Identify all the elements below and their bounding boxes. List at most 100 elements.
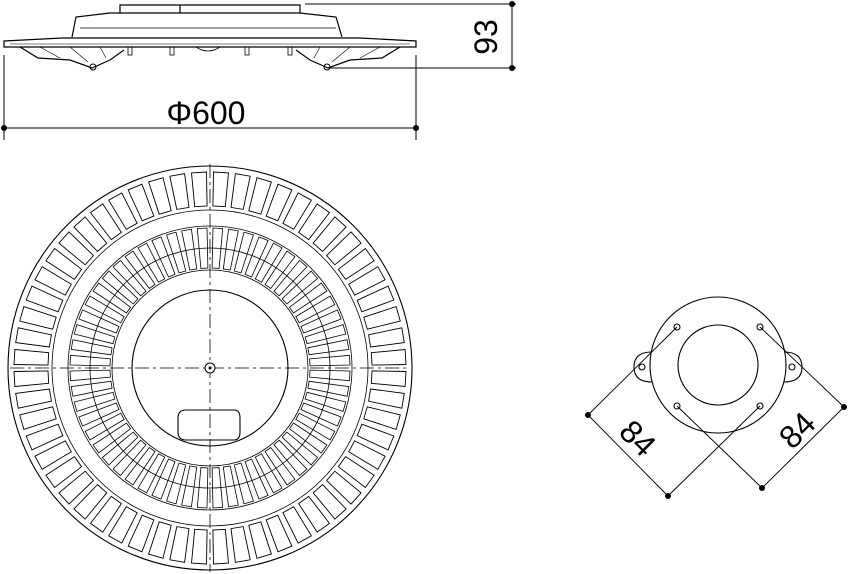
dimension-arrow-dot [413,125,419,131]
side-elevation-view [3,4,417,69]
inner-vent-slot [137,453,166,494]
inner-vent-slot [73,391,116,412]
mount-hole-icon [673,323,681,331]
dimension-arrow-dot [509,1,515,7]
hole-spacing-left-label: 84 [612,413,663,464]
inner-vent-slot [73,324,116,345]
outer-vent-slot [212,528,229,565]
outer-vent-slot [265,183,293,222]
hole-spacing-dimension-left [587,326,761,497]
inner-vent-slot [78,402,120,427]
inner-vent-slot [264,250,296,290]
inner-vent-slot [300,402,342,427]
outer-vent-slot [19,306,57,330]
outer-vent-slot [248,521,272,559]
outer-vent-slot [13,349,50,366]
inner-vent-slot [137,242,166,283]
outer-vent-slot [368,388,405,409]
inner-vent-slot [70,380,113,397]
height-dimension [305,3,516,69]
mount-hole-icon [673,402,681,410]
inner-vent-slot [166,462,187,505]
outer-vent-slot [19,406,57,430]
outer-vent-slot [370,349,407,366]
dimension-arrow-dot [585,412,591,418]
inner-vent-slot [288,422,328,454]
outer-vent-slot [297,203,331,241]
outer-vent-slot [58,231,95,266]
inner-vent-slot [101,431,139,466]
outer-vent-slot [15,388,52,409]
outer-vent-slot [108,192,138,230]
inner-vent-slot [181,465,198,508]
outer-vent-slot [15,327,52,348]
outer-vent-slot [282,192,312,230]
outer-vent-slot [13,370,50,387]
inner-vent-slot [211,227,224,269]
outer-vent-slot [58,470,95,505]
outer-vent-slot [363,406,401,430]
handle-slot [177,409,241,441]
diameter-dimension-label: Φ600 [167,95,246,131]
outer-vent-slot [337,455,375,489]
inner-vent-slot [254,453,283,494]
outer-vent-slot [169,173,190,210]
base-detail-view [633,296,803,434]
outer-vent-slot [312,483,347,520]
outer-vent-slot [169,526,190,563]
inner-vent-slot [70,339,113,356]
outer-vent-slot [73,483,108,520]
inner-vent-slot [92,282,132,314]
dimension-arrow-dot [841,404,847,410]
outer-vent-slot [356,285,395,313]
center-point-dot [208,366,212,370]
inner-vent-slot [295,412,336,441]
inner-vent-slot [92,422,132,454]
outer-vent-slot [325,231,362,266]
outer-vent-slot [325,470,362,505]
inner-vent-slot [307,380,350,397]
outer-vent-slot [370,370,407,387]
dimension-arrow-dot [665,493,671,499]
height-dimension-label: 93 [468,19,504,55]
inner-vent-slot [69,369,111,382]
mount-hole-icon [756,323,764,331]
inner-vent-slot [273,439,308,477]
outer-vent-slot [127,514,155,553]
mount-screw-icon [323,63,331,71]
outer-vent-slot [265,514,293,553]
inner-vent-slot [112,259,147,297]
mount-screw-icon [89,63,97,71]
inner-vent-slot [281,270,319,305]
inner-vent-slot [288,282,328,314]
outer-vent-slot [25,423,64,451]
inner-vent-slot [244,458,269,500]
outer-vent-slot [191,528,208,565]
outer-vent-slot [282,506,312,544]
inner-vent-slot [304,391,347,412]
inner-vent-slot [124,446,156,486]
left-lug [633,351,653,383]
hole-spacing-right-label: 84 [772,405,823,456]
outer-vent-slot [363,306,401,330]
inner-vent-slot [211,467,224,509]
outer-vent-slot [73,216,108,253]
dimension-arrow-dot [509,65,515,71]
outer-vent-slot [45,247,83,281]
outer-vent-slot [356,423,395,451]
inner-vent-slot [84,412,125,441]
inner-vent-slot [264,446,296,486]
inner-vent-slot [222,228,239,271]
inner-vent-slot [84,295,125,324]
inner-vent-slot [124,250,156,290]
outer-vent-slot [127,183,155,222]
outer-vent-slot [348,440,386,470]
outer-vent-slot [25,285,64,313]
outer-vent-slot [230,173,251,210]
inner-vent-slot [101,270,139,305]
inner-vent-slot [151,458,176,500]
outer-vent-slot [108,506,138,544]
inner-vent-slot [281,431,319,466]
